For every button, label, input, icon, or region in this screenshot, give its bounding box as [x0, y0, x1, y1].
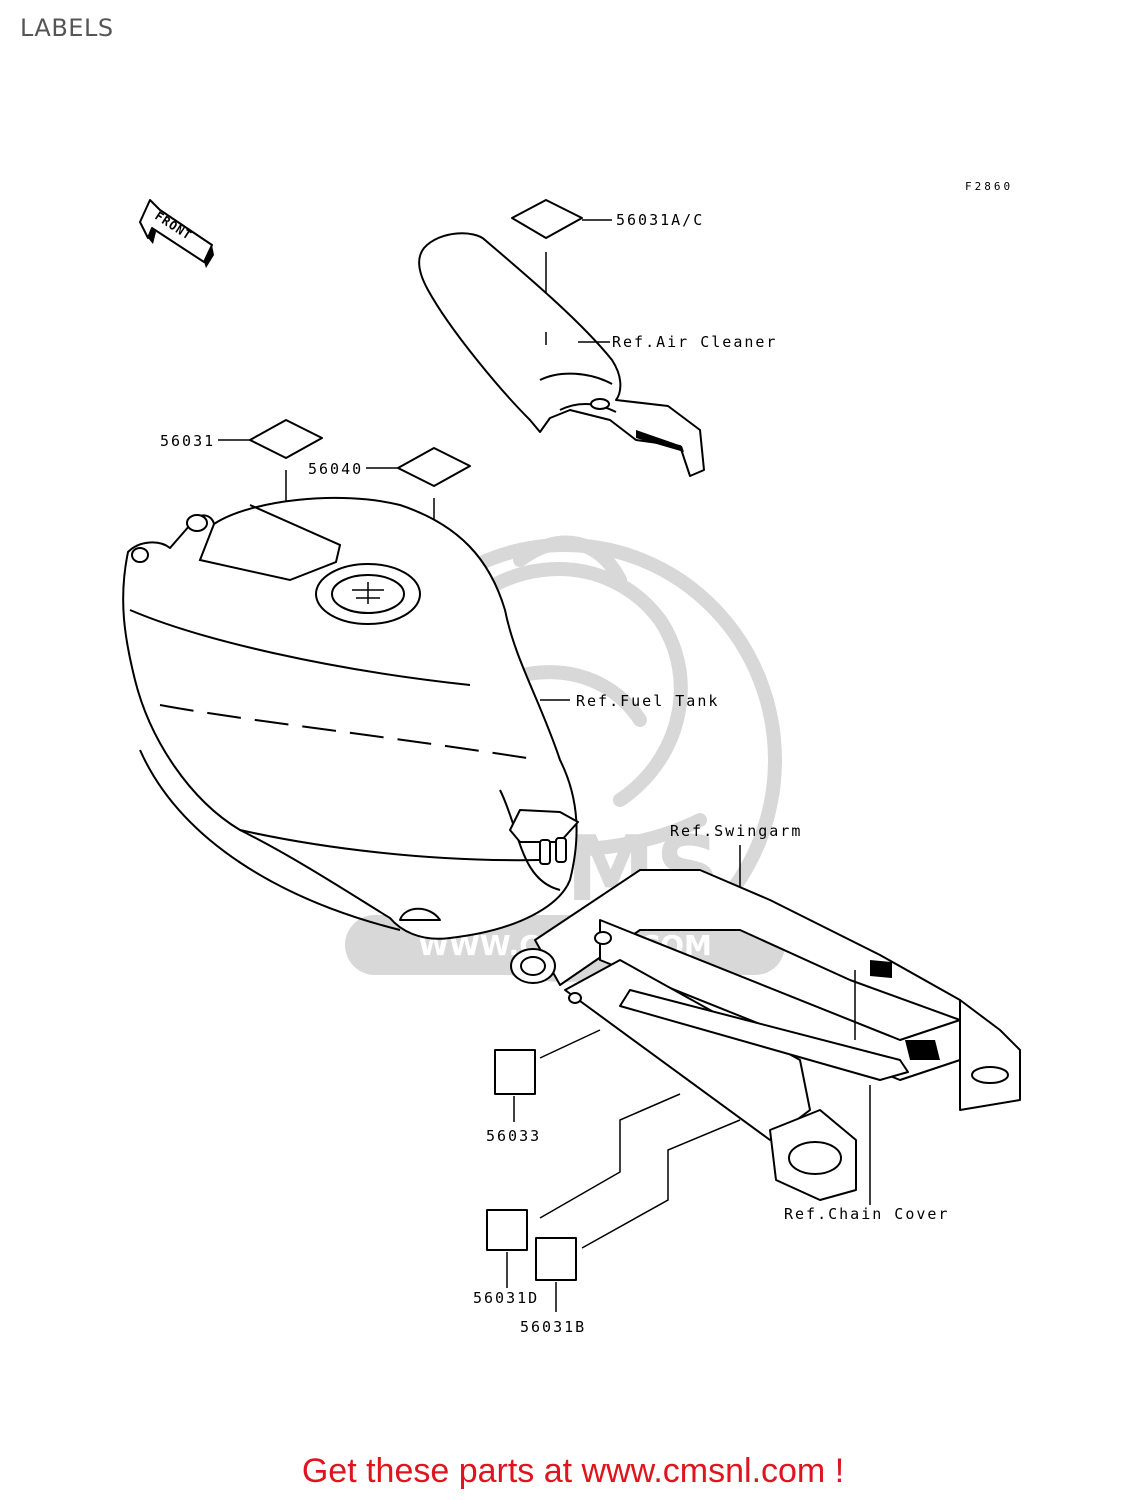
- label-56031d: 56031D: [473, 1093, 681, 1307]
- air-cleaner-cover: Ref.Air Cleaner: [418, 232, 777, 477]
- part-number-56031: 56031: [160, 432, 215, 450]
- chain-cover: Ref.Chain Cover: [619, 989, 949, 1223]
- ref-air-cleaner: Ref.Air Cleaner: [612, 333, 777, 351]
- ref-swingarm: Ref.Swingarm: [670, 822, 802, 840]
- part-number-56031d: 56031D: [473, 1289, 539, 1307]
- label-56040: 56040: [308, 447, 471, 625]
- part-number-56033: 56033: [486, 1127, 541, 1145]
- part-number-56031b: 56031B: [520, 1318, 586, 1336]
- ref-fuel-tank: Ref.Fuel Tank: [576, 692, 719, 710]
- ref-chain-cover: Ref.Chain Cover: [784, 1205, 949, 1223]
- cta-link[interactable]: Get these parts at www.cmsnl.com !: [301, 1452, 845, 1490]
- fuel-tank: Ref.Fuel Tank: [122, 496, 719, 940]
- label-56033: 56033: [486, 1029, 601, 1145]
- front-arrow-icon: FRONT: [139, 199, 214, 268]
- label-56031b: 56031B: [520, 1119, 741, 1336]
- label-56031: 56031: [160, 419, 323, 555]
- page-title: LABELS: [20, 14, 114, 42]
- parts-diagram: WWW.CMSNL.COM CMS FRONT F2860 56031A/C R…: [122, 180, 1021, 1336]
- part-number-56040: 56040: [308, 460, 363, 478]
- figure-code: F2860: [965, 180, 1013, 193]
- part-number-56031ac: 56031A/C: [616, 211, 704, 229]
